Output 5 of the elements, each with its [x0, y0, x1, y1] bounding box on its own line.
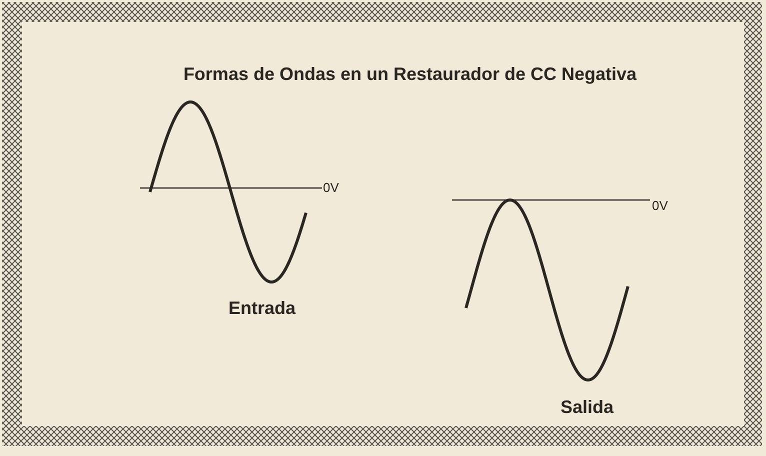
zero-volt-label: 0V: [323, 180, 339, 195]
input-label: Entrada: [228, 298, 296, 319]
title: Formas de Ondas en un Restaurador de CC Negativa: [182, 64, 638, 85]
zero-volt-label: 0V: [652, 198, 668, 213]
output-label: Salida: [560, 397, 614, 418]
